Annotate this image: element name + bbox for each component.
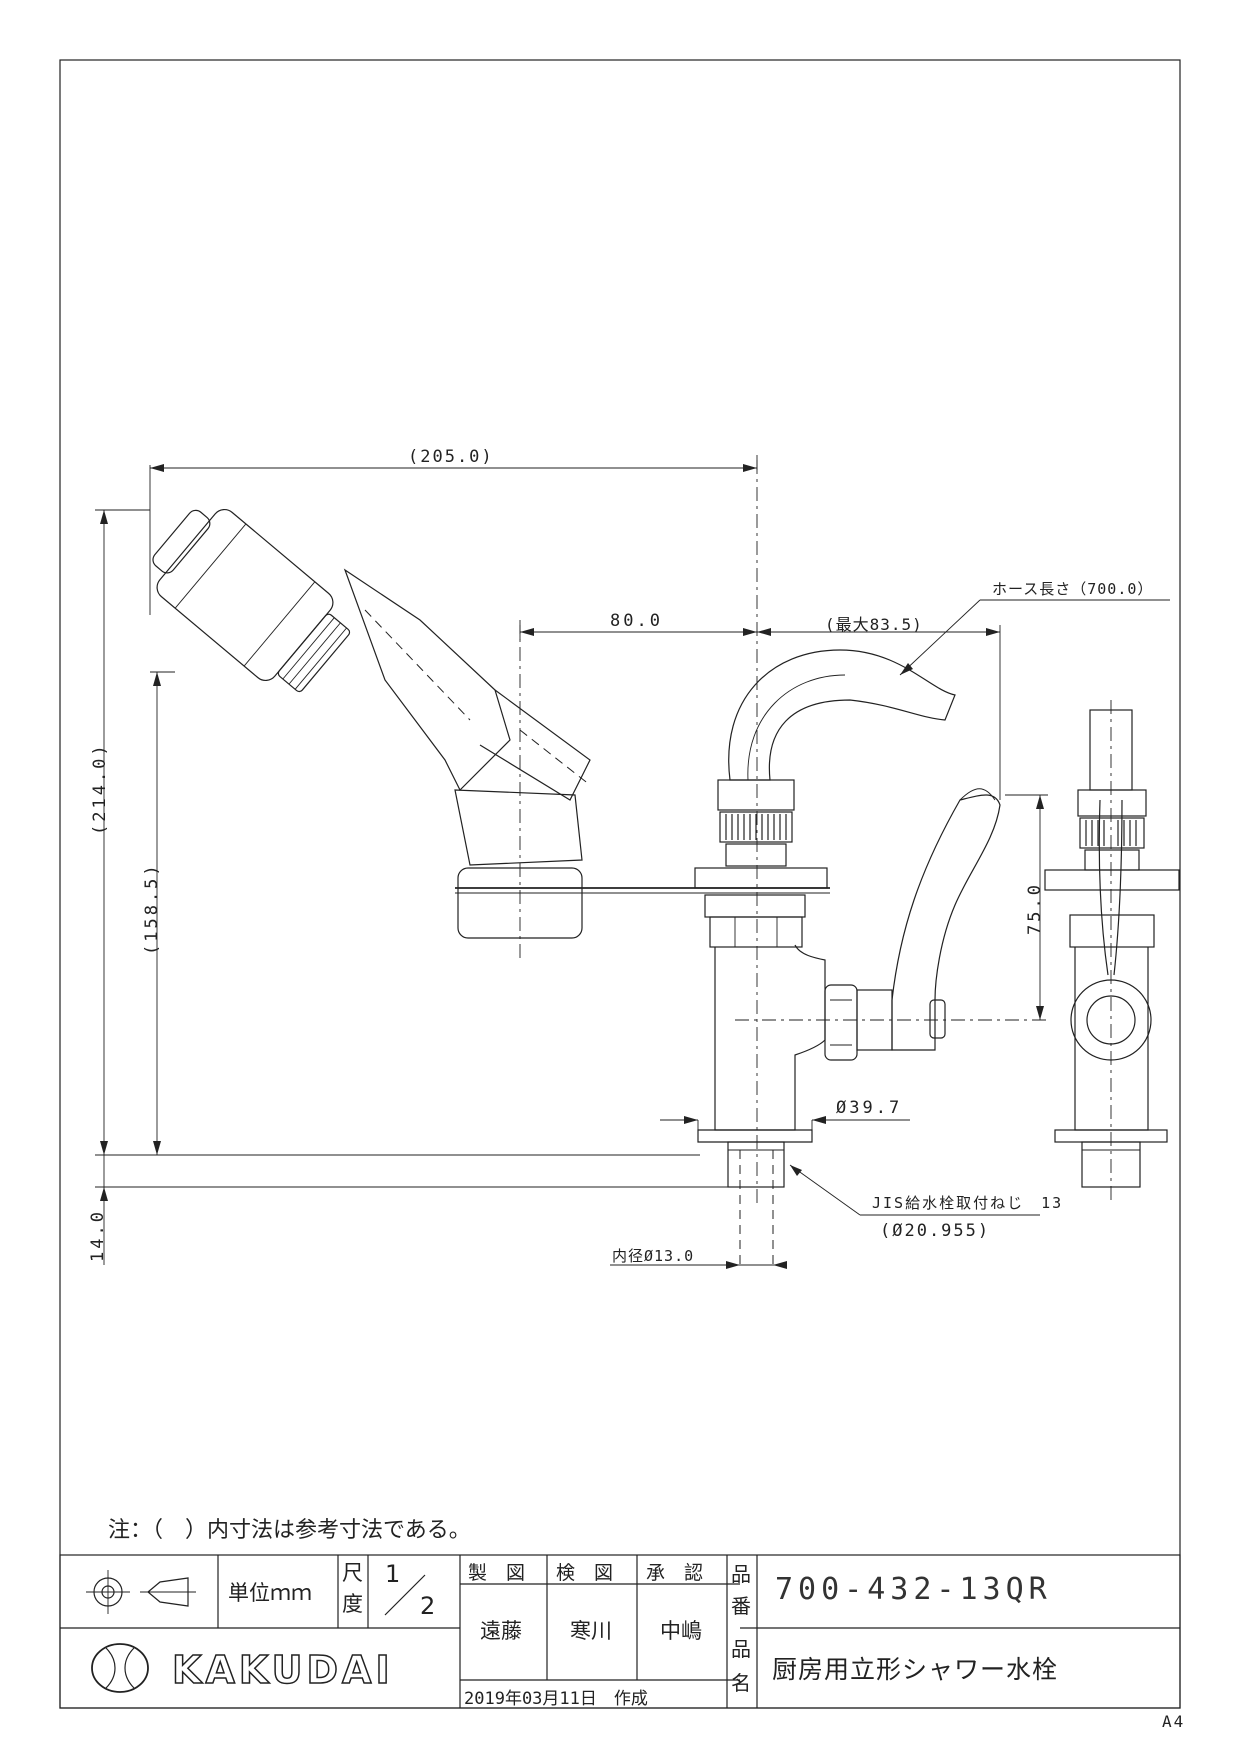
note-text: 注：（ ）内寸法は参考寸法である。 [108,1518,471,1543]
dim-head-height: (158.5) [142,862,162,955]
shower-head-view [152,508,830,960]
paper-size: A4 [1162,1712,1186,1731]
dim-overall-width: (205.0) [408,447,494,467]
date-created: 2019年03月11日 作成 [464,1689,648,1709]
approved-by: 中嶋 [660,1619,702,1643]
faucet-side-view [1044,700,1180,1200]
checked-label: 検 図 [556,1562,614,1584]
part-number: 700-432-13QR [775,1572,1052,1607]
dim-inner-dia: 内径Ø13.0 [612,1247,695,1265]
part-name: 厨房用立形シャワー水栓 [772,1655,1059,1684]
dim-below-counter: 14.0 [88,1209,108,1262]
projection-symbol-icon [86,1570,196,1614]
title-block-frame [59,1554,1181,1709]
checked-by: 寒川 [570,1619,612,1643]
dimension-lines [95,455,1170,1269]
scale-numerator: 1 [385,1560,401,1588]
dim-thread-label: JIS給水栓取付ねじ 13 [872,1194,1064,1212]
unit-label: 単位ｍｍ [228,1581,312,1605]
sheet-border [59,59,1181,1709]
approved-label: 承 認 [646,1562,704,1584]
dim-overall-height: (214.0) [90,742,110,835]
part-name-label: 品名 [731,1637,751,1695]
part-no-label: 品番 [731,1562,751,1618]
scale-label: 尺度 [342,1561,363,1616]
dim-spout-reach-max: (最大83.5) [825,615,923,634]
dim-spout-reach: 80.0 [610,611,663,631]
kakudai-logo-icon [91,1643,149,1693]
drawn-label: 製 図 [468,1562,526,1584]
dim-hose-length: ホース長さ（700.0） [992,580,1154,598]
scale-denominator: 2 [420,1592,436,1620]
drawn-by: 遠藤 [480,1619,522,1643]
dim-handle-height: 75.0 [1025,882,1045,935]
brand-name: KAKUDAI [171,1647,394,1693]
dim-thread-dia: (Ø20.955) [880,1221,991,1241]
dim-flange-dia: Ø39.7 [836,1098,903,1118]
faucet-front-view [694,460,1050,1265]
